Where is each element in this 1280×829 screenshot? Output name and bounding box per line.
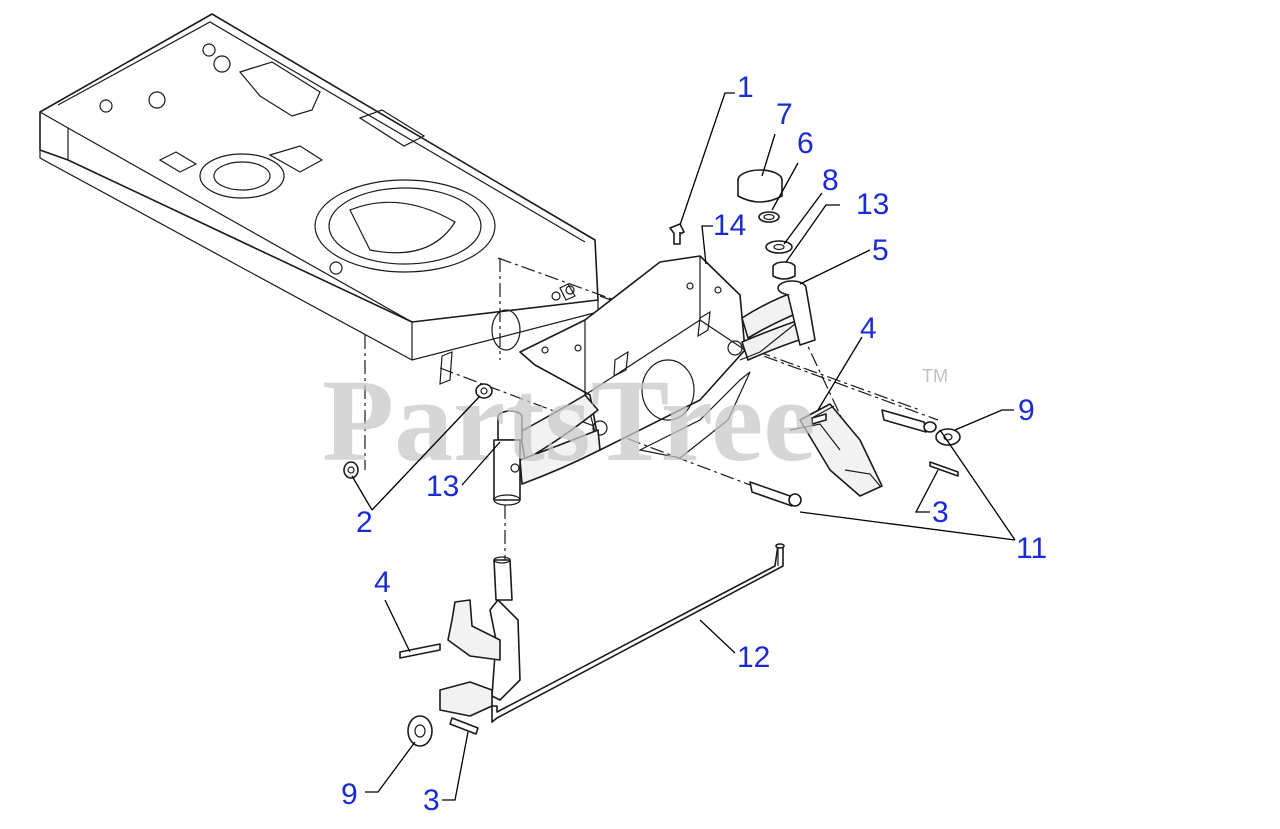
spindle-left-lower: [399, 556, 521, 735]
watermark-trademark: TM: [922, 366, 948, 386]
callouts: 1 7 6 8 13 14 5 4 9 2 13 3 11 4 12 9 3: [341, 71, 1047, 817]
spindle-right: [749, 403, 959, 507]
callout-3-right: 3: [932, 496, 949, 529]
callout-14: 14: [713, 209, 746, 242]
callout-4-upper: 4: [860, 312, 877, 345]
callout-12: 12: [737, 641, 770, 674]
spindle-stack-right: [737, 169, 816, 346]
callout-13-lower: 13: [426, 470, 459, 503]
bolt: [669, 223, 685, 245]
callout-11: 11: [1016, 532, 1047, 565]
callout-4-lower: 4: [374, 566, 391, 599]
callout-7: 7: [776, 98, 793, 131]
callout-5: 5: [872, 234, 889, 267]
callout-9-right: 9: [1018, 394, 1035, 427]
washer-left: [407, 715, 433, 747]
callout-9-left: 9: [341, 778, 358, 811]
callout-3-left: 3: [423, 784, 440, 817]
watermark-text: PartsTree: [322, 355, 816, 486]
main-frame: [39, 13, 599, 385]
callout-6: 6: [797, 127, 814, 160]
spindle-tube-left: [493, 410, 523, 506]
callout-2: 2: [356, 506, 373, 539]
bushings-2: [343, 383, 493, 479]
watermark: PartsTree TM: [322, 355, 948, 486]
callout-8: 8: [822, 164, 839, 197]
axle-bracket: [519, 255, 751, 459]
callout-1: 1: [737, 71, 754, 104]
tie-rod: [491, 543, 785, 723]
callout-13-upper: 13: [856, 188, 889, 221]
leader-lines: [351, 92, 1016, 801]
